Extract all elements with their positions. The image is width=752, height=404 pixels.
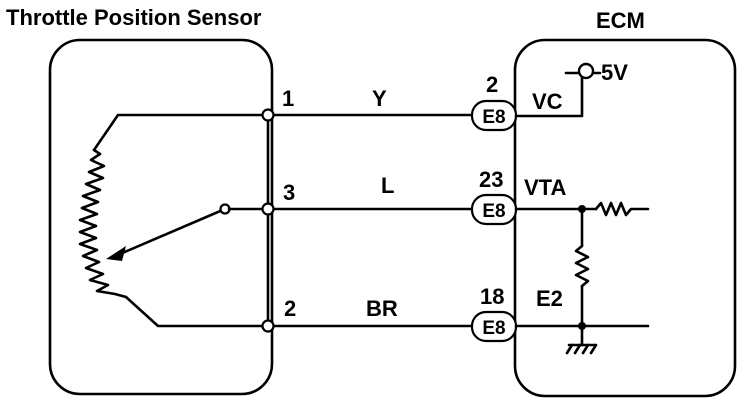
sensor-housing — [48, 38, 274, 396]
vta-series-resistor — [594, 201, 650, 217]
sensor-pin-3: 3 — [283, 180, 295, 205]
connector-label-vc: E8 — [482, 107, 505, 128]
supply-voltage-label: 5V — [601, 60, 628, 85]
pulldown-resistor — [574, 244, 590, 288]
resistor-top-lead — [92, 113, 270, 152]
sensor-terminal-2 — [261, 319, 275, 333]
sensor-pin-1: 1 — [282, 86, 294, 111]
ground-icon — [565, 343, 598, 355]
wire-color-y: Y — [372, 86, 387, 111]
connector-label-e2: E8 — [482, 318, 505, 339]
resistor-bottom-lead — [124, 295, 270, 328]
ecm-title: ECM — [596, 8, 645, 33]
ecm-pin-23: 23 — [479, 167, 503, 192]
wiper-arm — [118, 207, 227, 256]
wire-color-br: BR — [366, 296, 398, 321]
ecm-signal-vc: VC — [532, 89, 563, 114]
ecm-signal-e2: E2 — [536, 286, 563, 311]
wire-color-l: L — [381, 173, 394, 198]
wiper-arrowhead — [106, 246, 126, 261]
sensor-pin-2: 2 — [284, 296, 296, 321]
sensor-terminal-3 — [261, 202, 275, 216]
supply-terminal-icon — [577, 62, 595, 80]
sensor-terminal-1 — [261, 108, 275, 122]
sensor-title: Throttle Position Sensor — [6, 5, 262, 30]
ecm-pin-18: 18 — [480, 284, 504, 309]
potentiometer-resistor — [78, 148, 128, 299]
ecm-housing — [513, 38, 737, 398]
ecm-pin-2: 2 — [486, 72, 498, 97]
connector-label-vta: E8 — [482, 201, 505, 222]
ecm-signal-vta: VTA — [524, 175, 566, 200]
